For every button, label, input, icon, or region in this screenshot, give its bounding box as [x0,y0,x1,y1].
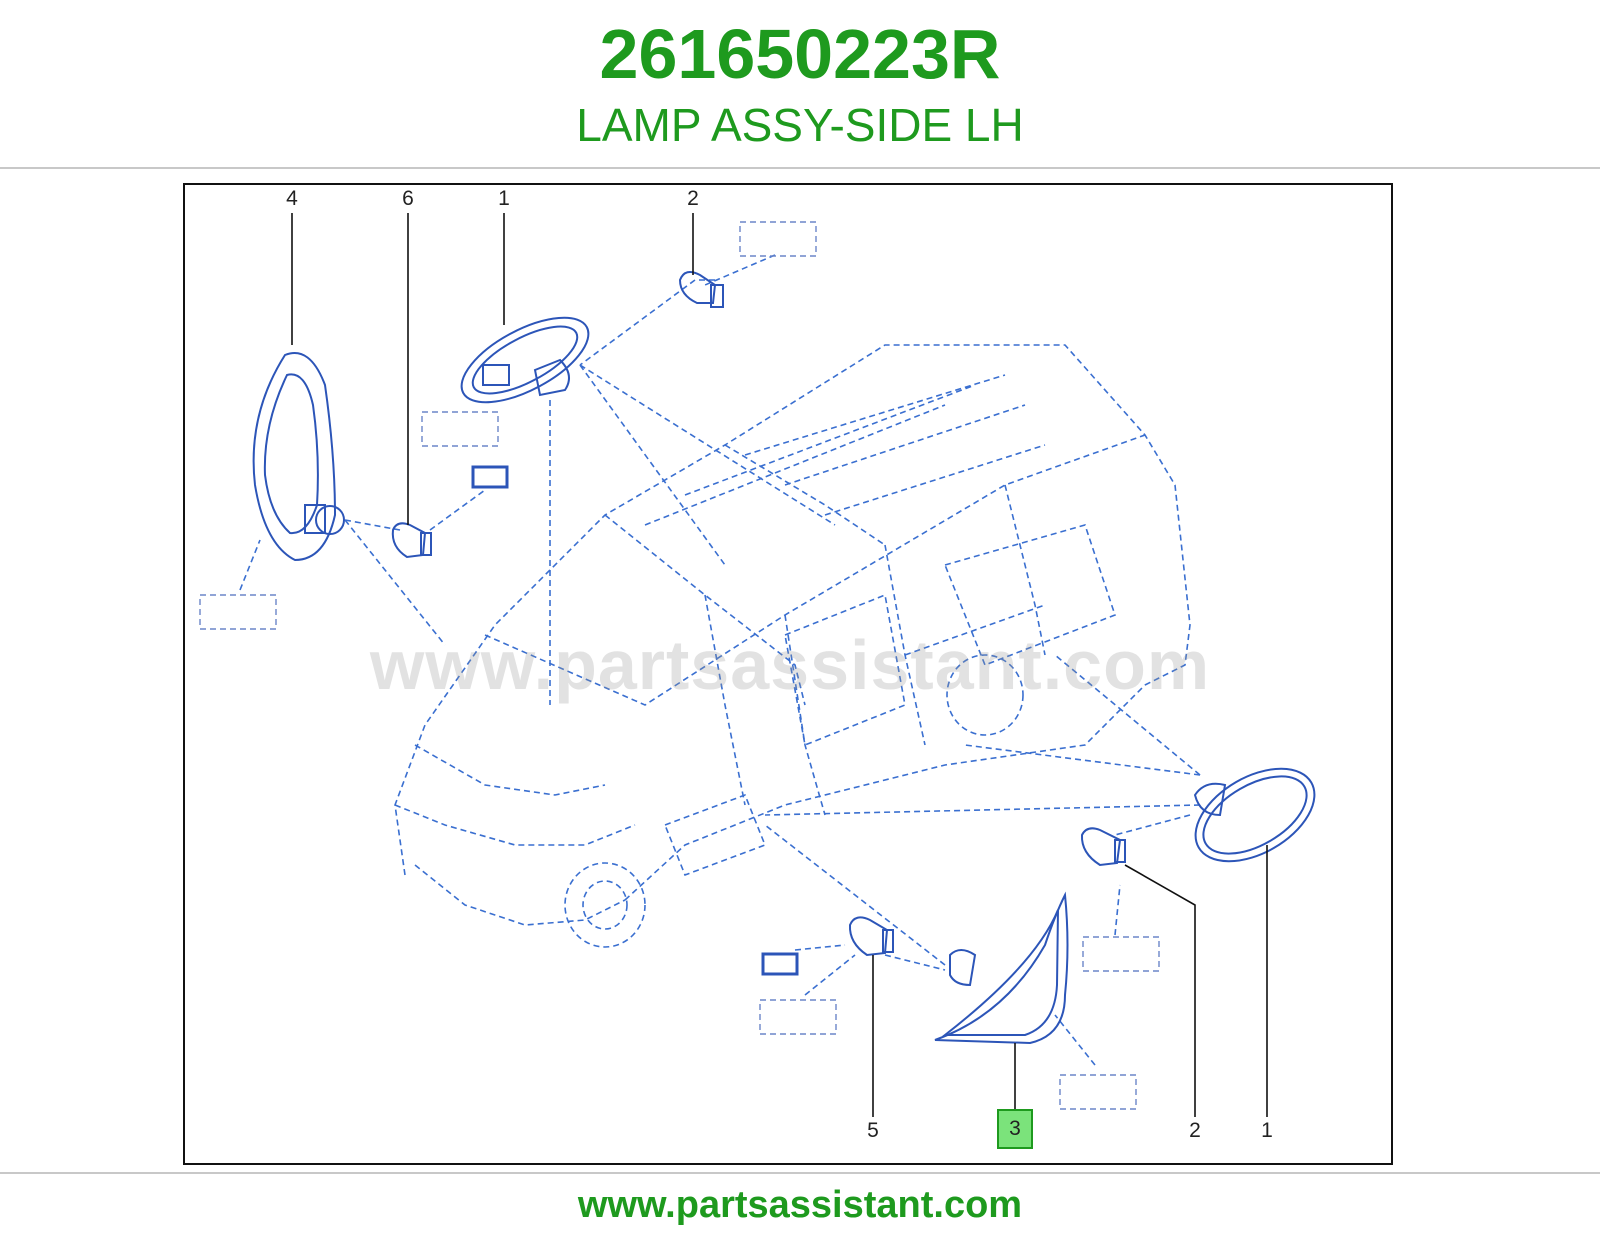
callout-2-bottom[interactable]: 2 [1189,1119,1201,1142]
reference-boxes [199,221,1160,1110]
exploded-view-drawing [199,213,1316,1117]
part-number: 261650223R [599,15,1001,93]
callout-leaders [291,213,1268,1117]
callout-5[interactable]: 5 [867,1119,879,1142]
callout-3-highlighted[interactable]: 3 [997,1109,1033,1149]
parts-diagram: www.partsassistant.com 4 6 1 2 5 3 2 1 [183,183,1393,1165]
callout-6[interactable]: 6 [402,187,414,210]
callout-1-bottom[interactable]: 1 [1261,1119,1273,1142]
callout-4[interactable]: 4 [286,187,298,210]
callout-1-top[interactable]: 1 [498,187,510,210]
header-divider [0,167,1600,169]
part-1-side-lamp-top [460,316,590,404]
part-2-bulb-bottom [1080,827,1126,867]
footer-website-link[interactable]: www.partsassistant.com [577,1184,1023,1226]
part-3-repeater-lamp [934,891,1069,1045]
part-4-lamp-housing [252,352,345,562]
watermark: www.partsassistant.com [369,626,1211,704]
part-5-bulb [848,916,894,957]
part-2-bulb-top [678,270,724,308]
part-6-bulb [391,522,432,559]
van-outline [394,344,1191,948]
part-description: LAMP ASSY-SIDE LH [576,99,1024,151]
callout-2-top[interactable]: 2 [687,187,699,210]
part-1-side-lamp-bottom [1193,767,1316,863]
explosion-lines [239,254,1201,1066]
footer-divider [0,1172,1600,1174]
